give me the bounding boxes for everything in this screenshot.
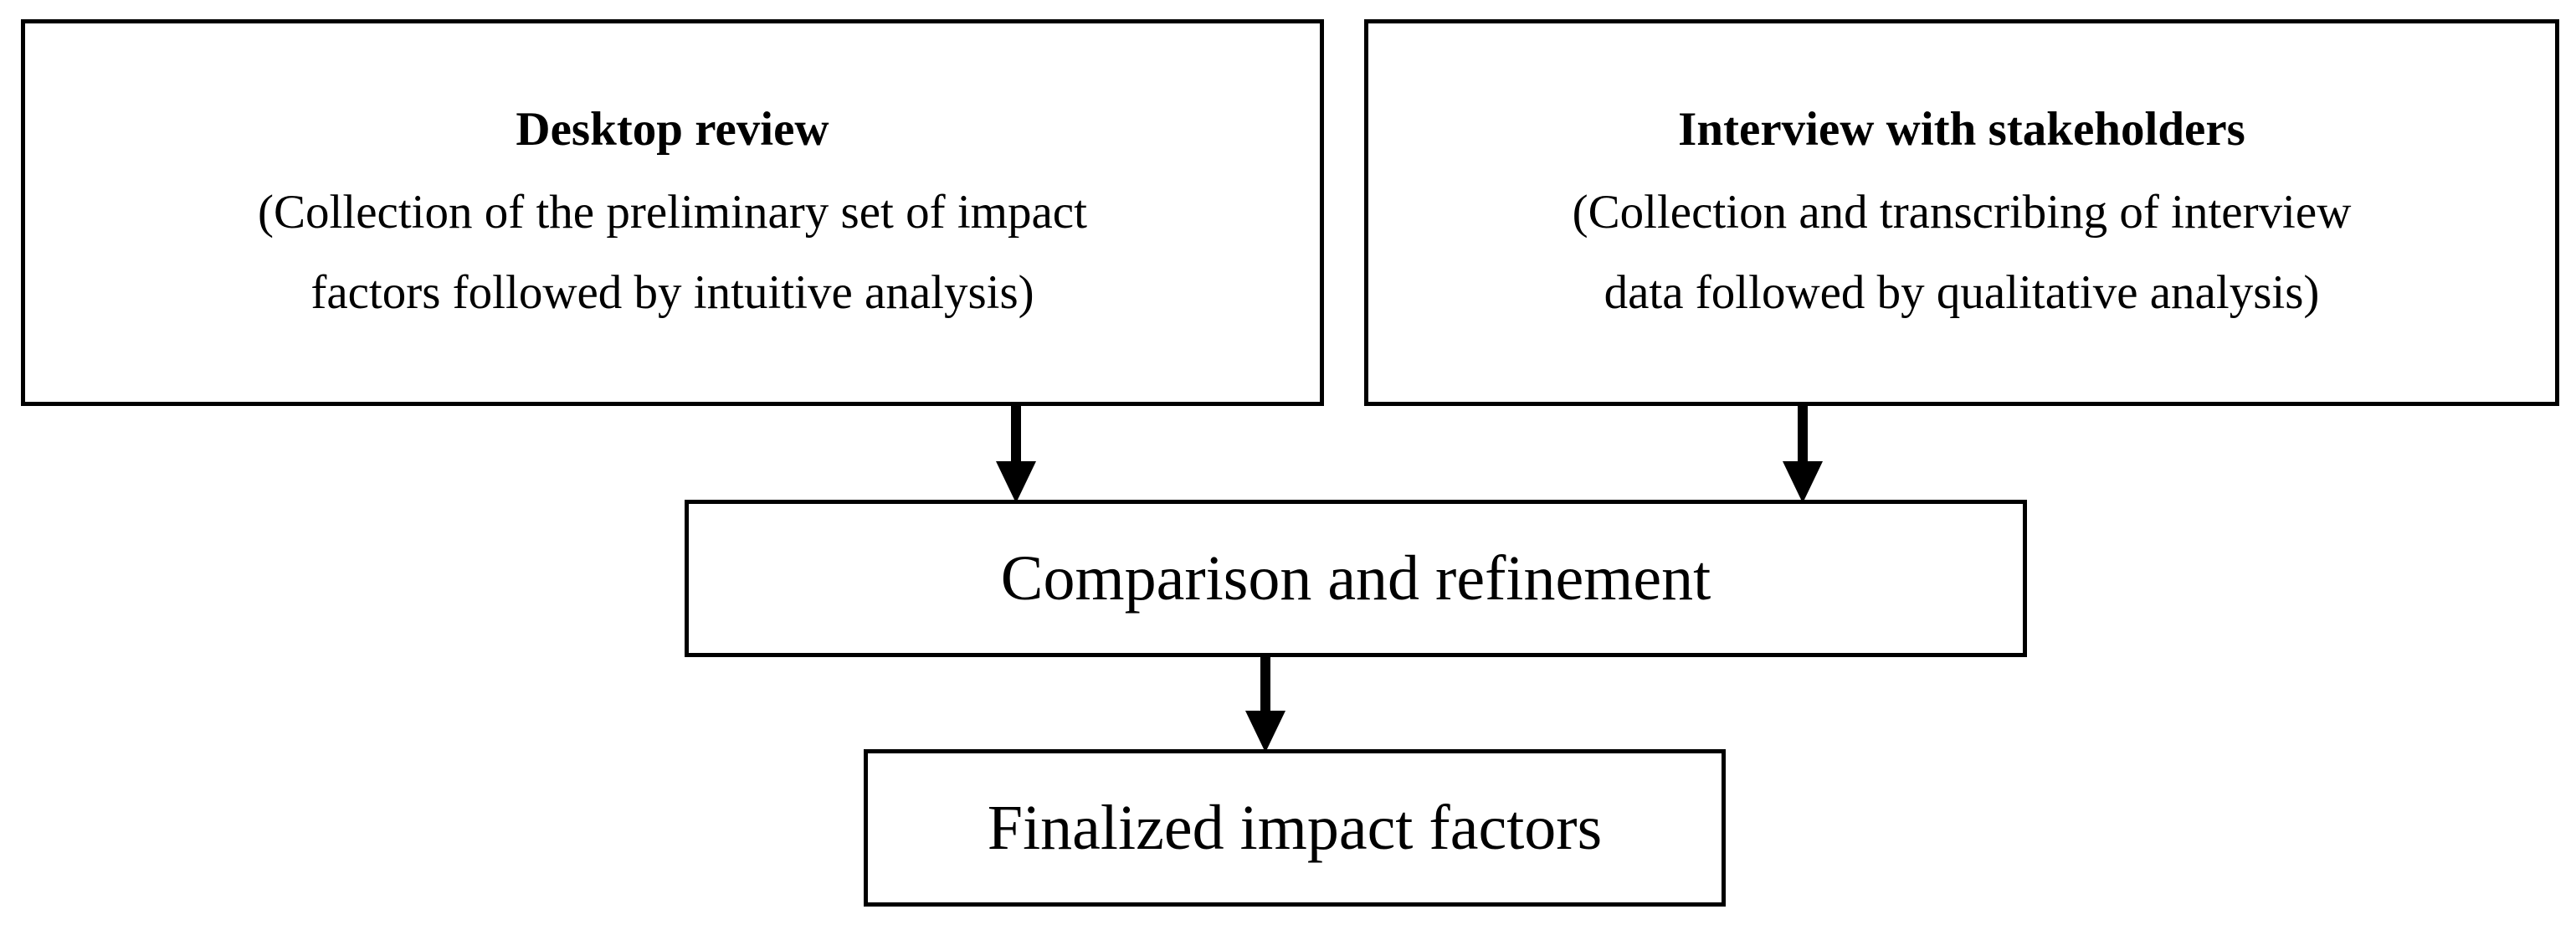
node-comparison-and-refinement: Comparison and refinement — [685, 500, 2027, 657]
node-finalized-label: Finalized impact factors — [987, 793, 1603, 863]
node-interview-line-1: (Collection and transcribing of intervie… — [1572, 185, 2352, 239]
node-interview-title: Interview with stakeholders — [1678, 102, 2245, 156]
node-finalized-impact-factors: Finalized impact factors — [864, 749, 1726, 907]
node-desktop-review-title: Desktop review — [516, 102, 829, 156]
node-desktop-review-line-2: factors followed by intuitive analysis) — [310, 265, 1034, 319]
node-interview-with-stakeholders: Interview with stakeholders (Collection … — [1364, 19, 2559, 406]
node-desktop-review-line-1: (Collection of the preliminary set of im… — [258, 185, 1087, 239]
node-desktop-review: Desktop review (Collection of the prelim… — [21, 19, 1324, 406]
node-interview-line-2: data followed by qualitative analysis) — [1604, 265, 2320, 319]
node-comparison-label: Comparison and refinement — [1000, 543, 1711, 614]
arrow-desktop-to-comparison — [996, 404, 1036, 503]
arrow-comparison-to-finalized — [1245, 655, 1285, 753]
arrow-interview-to-comparison — [1783, 404, 1823, 503]
